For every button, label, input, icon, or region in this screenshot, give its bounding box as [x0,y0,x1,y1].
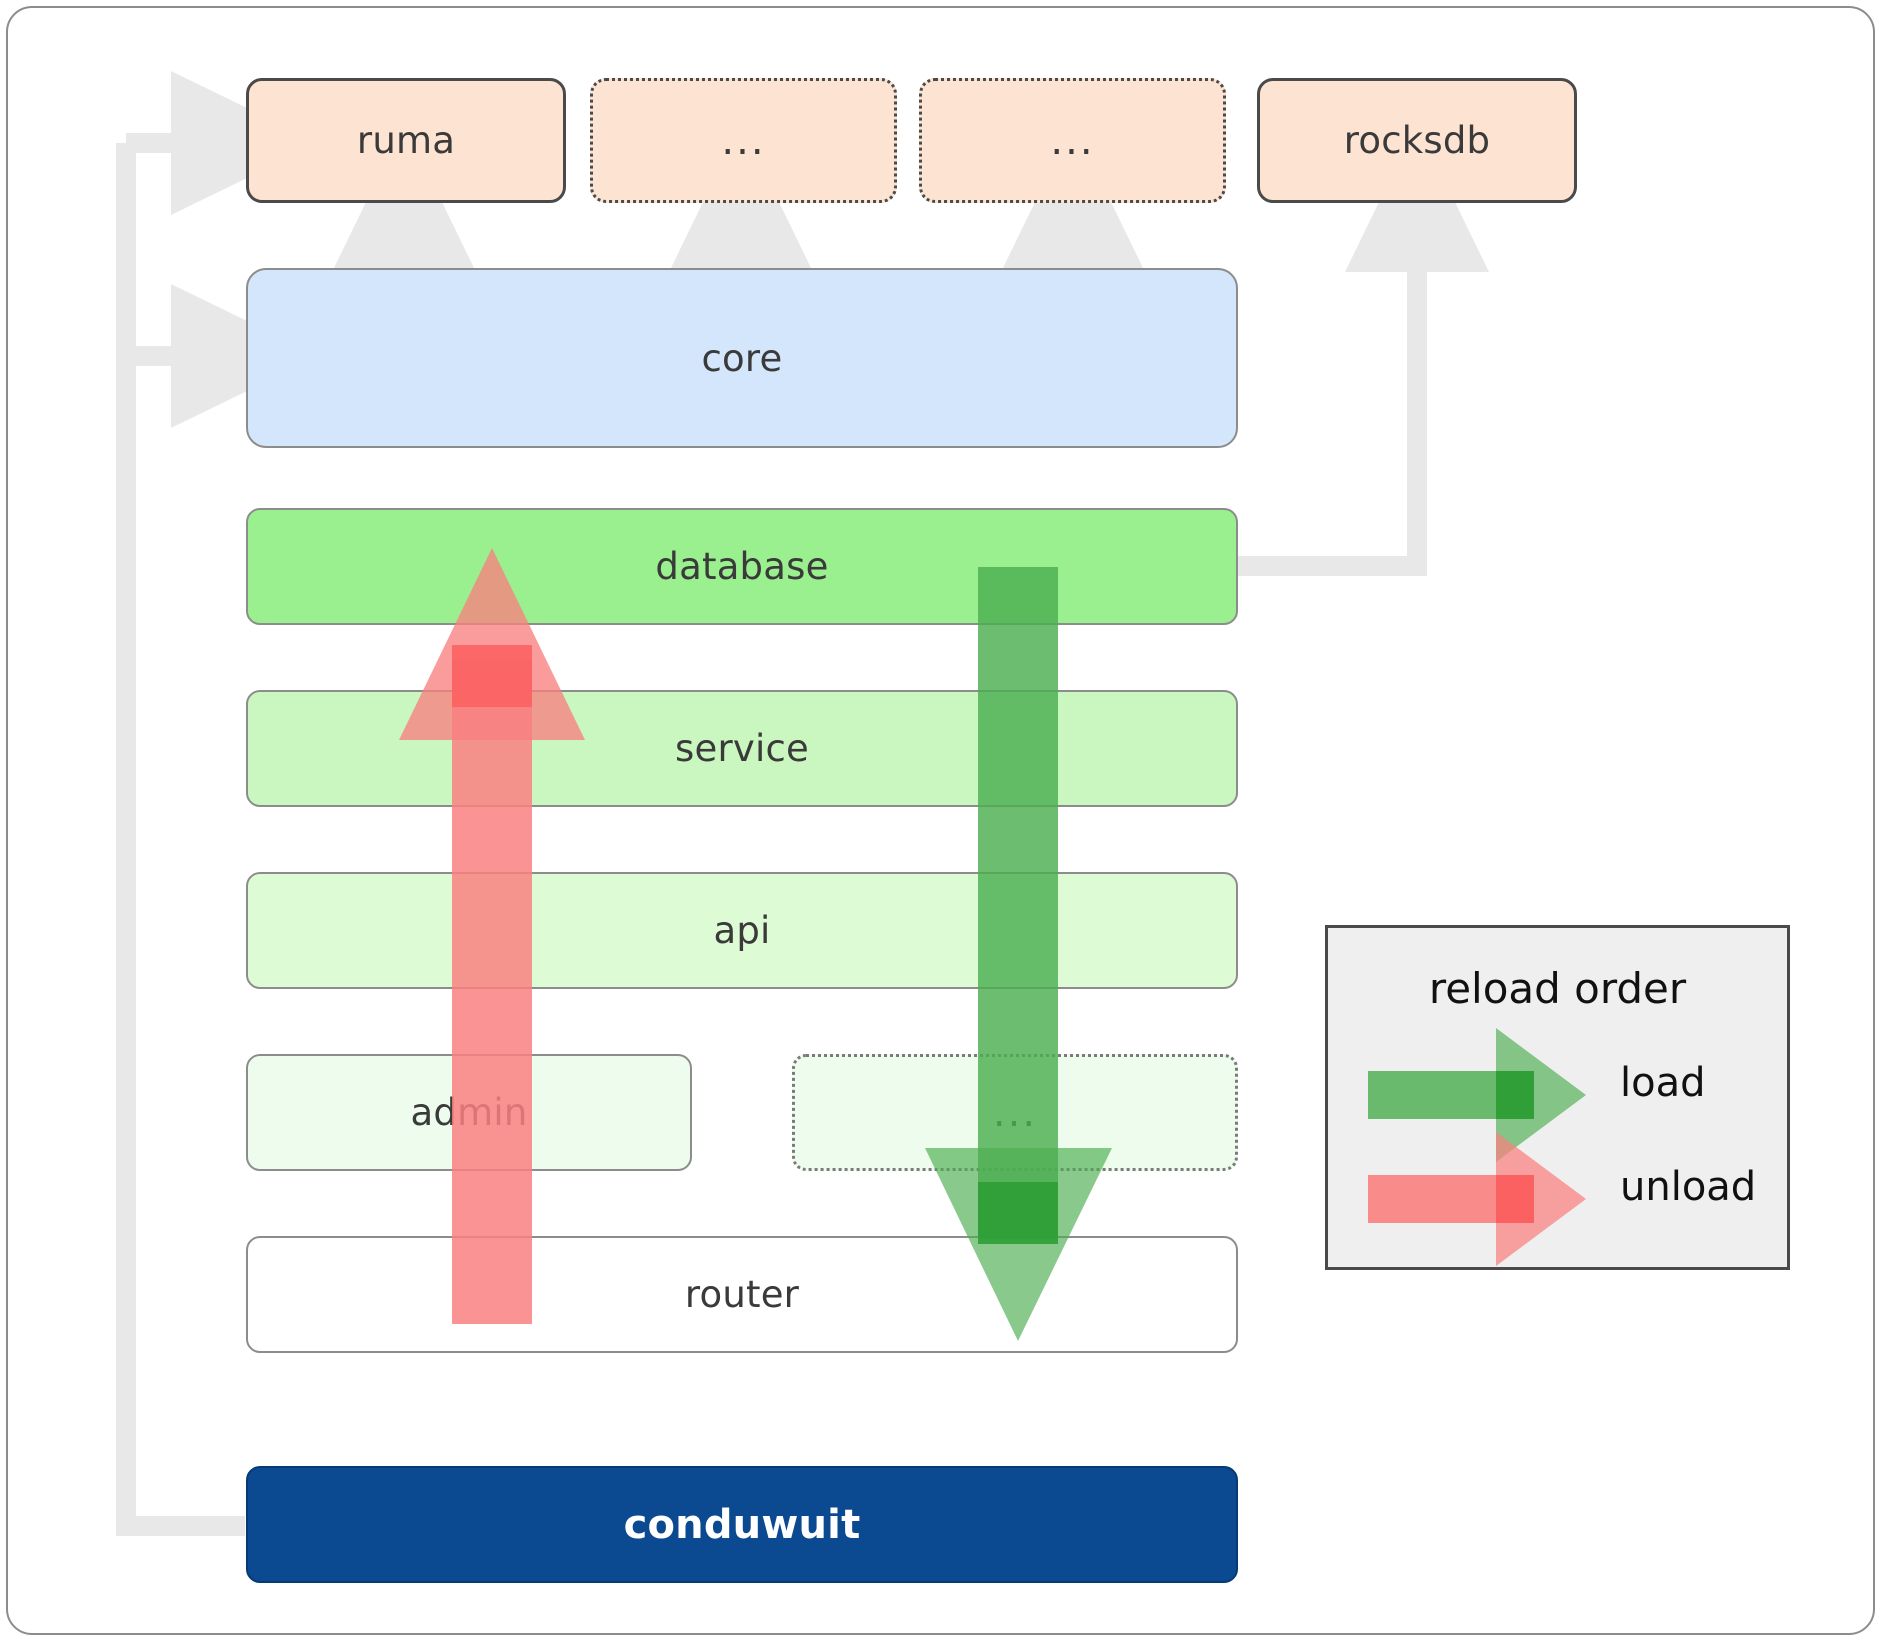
dependency-label-ellipsis-1: ... [721,117,766,164]
layer-label-router: router [684,1273,800,1316]
legend-title: reload order [1428,964,1687,1013]
root-label-conduwuit: conduwuit [623,1501,861,1548]
layer-label-api: api [713,909,771,952]
layer-box-service[interactable]: service [246,690,1238,807]
legend-row-unload: unload [1328,1132,1787,1266]
layer-label-database: database [655,545,829,588]
legend-row-load: load [1328,1028,1787,1162]
layer-label-service: service [675,727,809,770]
load-arrow-icon [1368,1028,1586,1162]
dependency-label-ellipsis-2: ... [1050,117,1095,164]
layer-box-core[interactable]: core [246,268,1238,448]
grey-trunk-conduwuit-to-left [116,71,319,1536]
layer-box-admin[interactable]: admin [246,1054,692,1171]
layer-box-ellipsis[interactable]: ... [792,1054,1238,1171]
dependency-label-rocksdb: rocksdb [1343,119,1491,162]
legend-label-unload: unload [1620,1164,1757,1210]
dependency-box-ruma[interactable]: ruma [246,78,566,203]
legend-panel: reload order load unload [1325,925,1790,1270]
layer-label-core: core [701,336,783,380]
layer-label-ellipsis: ... [992,1089,1038,1136]
unload-arrow-icon [1368,1132,1586,1266]
layer-box-api[interactable]: api [246,872,1238,989]
legend-label-load: load [1620,1060,1706,1106]
dependency-box-ellipsis-1[interactable]: ... [590,78,897,203]
root-box-conduwuit[interactable]: conduwuit [246,1466,1238,1583]
dependency-box-rocksdb[interactable]: rocksdb [1257,78,1577,203]
layer-box-database[interactable]: database [246,508,1238,625]
layer-label-admin: admin [410,1091,528,1134]
dependency-box-ellipsis-2[interactable]: ... [919,78,1226,203]
dependency-label-ruma: ruma [356,119,456,162]
layer-box-router[interactable]: router [246,1236,1238,1353]
grey-arrow-database-to-rocksdb [1238,124,1489,576]
